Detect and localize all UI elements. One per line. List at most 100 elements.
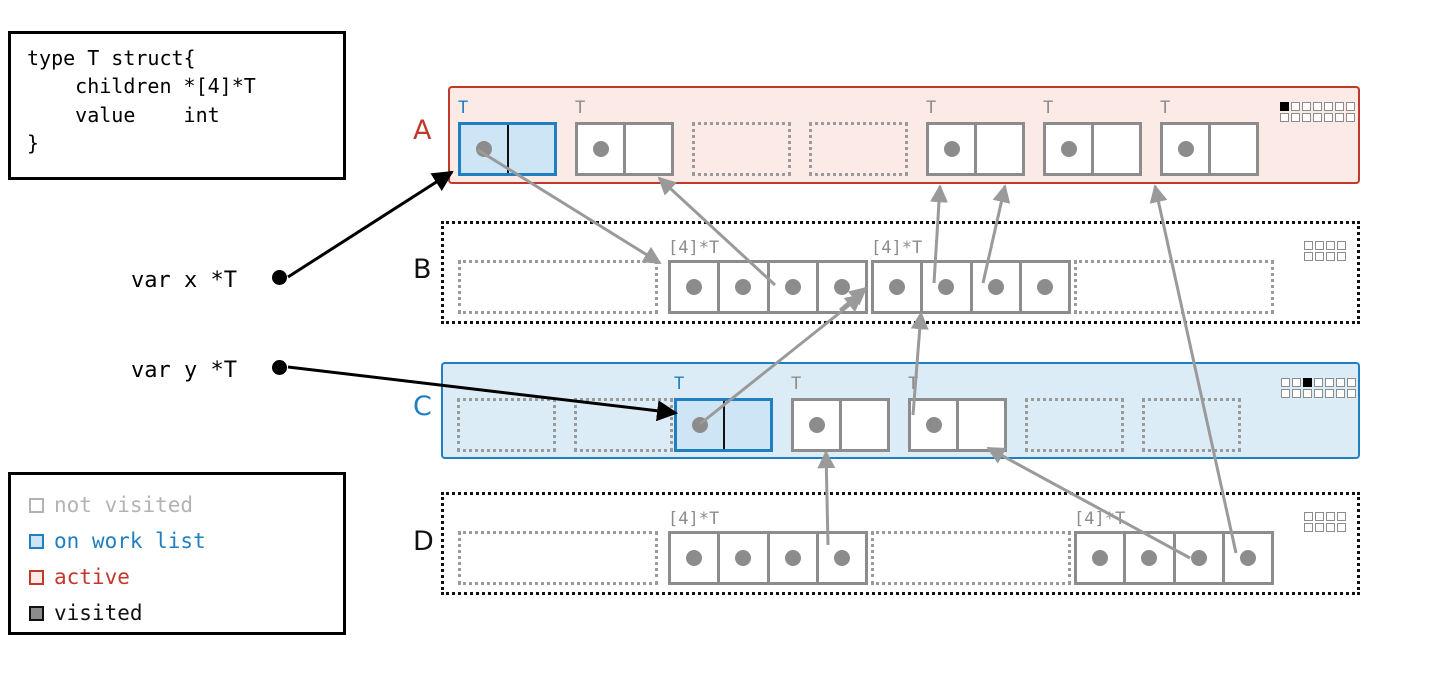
array-b1[interactable] [668,260,868,314]
bitmap-row-d-line-1 [1304,523,1346,532]
bitmap-cell [1335,113,1344,122]
bitmap-row-d [1304,512,1346,532]
array-d3-cell-1 [1123,534,1172,582]
legend-swatch-active [29,569,44,585]
array-b2-cell-1 [920,263,969,311]
bitmap-cell [1326,241,1335,250]
pointer-dot-icon [784,550,801,566]
type-tag-a5: T [1043,98,1054,118]
array-b1-cell-2 [766,263,816,311]
object-a6-T[interactable] [1160,122,1259,176]
array-d3-cell-3 [1221,534,1271,582]
pointer-dot-icon [925,417,942,433]
pointer-dot-icon [1092,550,1109,566]
memory-row-a: T T T T T [448,86,1360,184]
array-d1-cell-3 [815,534,865,582]
legend-label-active: active [54,564,130,589]
bitmap-cell [1315,512,1324,521]
object-c3-T[interactable] [791,398,890,452]
array-d1[interactable] [668,531,868,585]
pointer-dot-icon [987,279,1004,295]
object-c4-T[interactable] [908,398,1007,452]
empty-slot-c6 [1142,398,1241,452]
object-a1-T[interactable] [575,122,674,176]
bitmap-cell [1337,512,1346,521]
array-d1-cell-2 [766,534,816,582]
object-c2-T-on-work-list[interactable] [674,398,773,452]
legend-swatch-on-work-list [29,533,44,549]
bitmap-cell [1291,113,1300,122]
object-c3-value-cell [839,401,887,449]
memory-row-c: T T T [441,362,1360,459]
pointer-dot-icon [1036,279,1053,295]
object-a0-value-cell [506,125,555,173]
array-b2[interactable] [871,260,1071,314]
bitmap-cell [1292,378,1301,387]
object-c4-value-cell [956,401,1004,449]
bitmap-row-c-line-0 [1281,378,1356,387]
object-a1-value-cell [623,125,671,173]
var-x-pointer-dot [272,270,287,285]
bitmap-cell [1337,241,1346,250]
bitmap-row-a-line-1 [1280,113,1355,122]
bitmap-row-d-line-0 [1304,512,1346,521]
type-tag-b1: [4]*T [668,238,720,258]
array-d1-cell-0 [671,534,717,582]
array-d3[interactable] [1074,531,1274,585]
bitmap-cell [1280,102,1289,111]
pointer-dot-icon [1177,141,1194,157]
bitmap-cell [1302,102,1311,111]
bitmap-row-c [1281,378,1356,398]
bitmap-cell [1337,523,1346,532]
row-label-c: C [413,391,432,422]
type-tag-c3: T [791,374,802,394]
legend-swatch-visited [29,605,44,621]
object-a5-value-cell [1091,125,1139,173]
bitmap-cell [1280,113,1289,122]
pointer-dot-icon [784,279,801,295]
legend-label-visited: visited [54,600,143,625]
bitmap-cell [1304,252,1313,261]
array-d3-cell-2 [1172,534,1222,582]
pointer-dot-icon [1060,141,1077,157]
bitmap-cell [1315,523,1324,532]
pointer-dot-icon [808,417,825,433]
row-label-d: D [413,526,434,557]
type-tag-c4: T [908,374,919,394]
object-a5-pointer-cell [1046,125,1091,173]
array-b1-cell-1 [717,263,766,311]
legend-item-on-work-list: on work list [29,523,343,559]
bitmap-cell [1324,102,1333,111]
pointer-dot-icon [938,279,955,295]
bitmap-cell [1281,378,1290,387]
bitmap-row-b-line-1 [1304,252,1346,261]
pointer-dot-icon [833,550,850,566]
array-b1-cell-3 [815,263,865,311]
type-tag-a6: T [1160,98,1171,118]
array-d1-cell-1 [717,534,766,582]
object-a5-T[interactable] [1043,122,1142,176]
array-d3-cell-0 [1077,534,1123,582]
bitmap-cell [1304,523,1313,532]
legend-item-not-visited: not visited [29,487,343,523]
var-y-pointer-dot [272,360,287,375]
pointer-dot-icon [1190,550,1207,566]
type-tag-b2: [4]*T [871,238,923,258]
pointer-dot-icon [686,550,703,566]
legend-item-visited: visited [29,595,343,631]
object-a0-T-on-work-list[interactable] [458,122,557,176]
legend-item-active: active [29,559,343,595]
empty-slot-c0 [457,398,556,452]
pointer-dot-icon [592,141,609,157]
array-b1-cell-0 [671,263,717,311]
bitmap-cell [1281,389,1290,398]
bitmap-cell [1302,113,1311,122]
type-tag-a0: T [458,98,469,118]
empty-slot-b0 [458,260,658,314]
struct-definition-box: type T struct{ children *[4]*T value int… [8,31,346,180]
bitmap-cell [1303,378,1312,387]
var-x-label: var x *T [131,268,237,293]
object-a4-T[interactable] [926,122,1025,176]
type-tag-d1: [4]*T [668,509,720,529]
empty-slot-d0 [458,531,658,585]
